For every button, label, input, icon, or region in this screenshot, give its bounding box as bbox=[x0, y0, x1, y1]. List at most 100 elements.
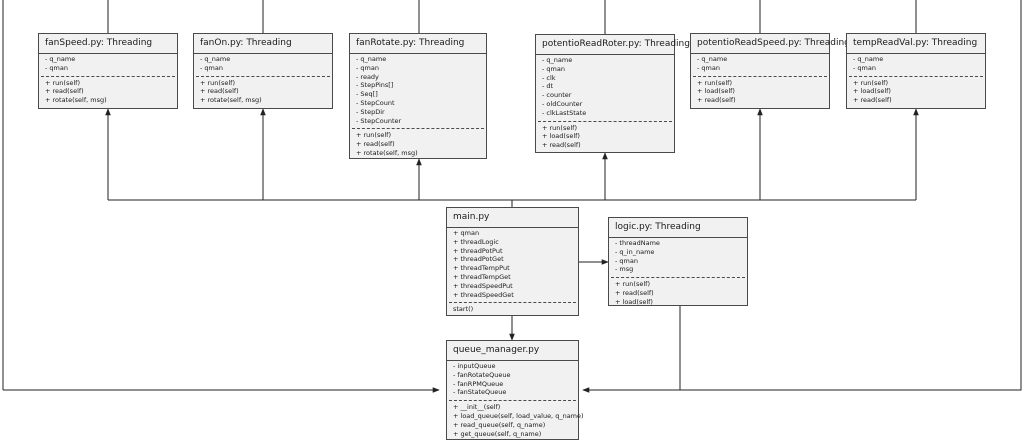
attribute: + threadPotPut bbox=[453, 246, 503, 255]
method: + read(self) bbox=[200, 87, 239, 96]
method-list: start() bbox=[447, 304, 578, 316]
attribute-list: - q_name - qman bbox=[847, 54, 985, 75]
attribute: - fanStateQueue bbox=[453, 388, 507, 397]
attribute: - qman bbox=[356, 63, 379, 72]
class-title: queue_manager.py bbox=[447, 341, 578, 361]
attribute: + qman bbox=[453, 229, 480, 237]
method: + load(self) bbox=[697, 87, 735, 96]
class-title: fanSpeed.py: Threading bbox=[39, 34, 177, 54]
attribute: - q_name bbox=[45, 55, 76, 63]
attribute: - qman bbox=[615, 256, 638, 265]
method: + run(self) bbox=[542, 123, 577, 132]
attribute: - StepCounter bbox=[356, 116, 402, 125]
attribute: - threadName bbox=[615, 239, 660, 247]
section-divider bbox=[538, 120, 672, 122]
method: start() bbox=[453, 305, 474, 314]
method: + read_queue(self, q_name) bbox=[453, 420, 546, 429]
class-box-logic: logic.py: Threading - threadName - q_in_… bbox=[608, 217, 748, 306]
attribute: - q_name bbox=[200, 55, 231, 63]
attribute-list: - inputQueue - fanRotateQueue - fanRPMQu… bbox=[447, 361, 578, 399]
section-divider bbox=[849, 75, 983, 77]
attribute: - q_name bbox=[542, 56, 573, 64]
section-divider bbox=[693, 75, 827, 77]
attribute: - q_name bbox=[853, 55, 884, 63]
attribute: - qman bbox=[542, 64, 565, 73]
method: + run(self) bbox=[697, 78, 732, 87]
method: + run(self) bbox=[45, 78, 80, 87]
attribute: - counter bbox=[542, 91, 572, 100]
section-divider bbox=[449, 302, 576, 304]
attribute: + threadTempPut bbox=[453, 264, 510, 273]
method: + __init__(self) bbox=[453, 403, 501, 412]
attribute-list: - q_name - qman - ready - StepPins[] - S… bbox=[350, 54, 486, 127]
attribute: - msg bbox=[615, 265, 634, 274]
method: + read(self) bbox=[615, 288, 654, 297]
section-divider bbox=[352, 128, 484, 130]
class-box-temp-read-val: tempReadVal.py: Threading - q_name - qma… bbox=[846, 33, 986, 109]
attribute: + threadPotGet bbox=[453, 255, 504, 264]
class-title: tempReadVal.py: Threading bbox=[847, 34, 985, 54]
class-box-potentio-read-speed: potentioReadSpeed.py: Threading - q_name… bbox=[690, 33, 850, 109]
method-list: + run(self) + read(self) + load(self) bbox=[609, 279, 747, 308]
section-divider bbox=[449, 400, 576, 402]
method: + get_queue(self, q_name) bbox=[453, 429, 542, 438]
class-box-main: main.py + qman + threadLogic + threadPot… bbox=[446, 207, 579, 316]
class-title: fanOn.py: Threading bbox=[194, 34, 332, 54]
method-list: + run(self) + read(self) + rotate(self, … bbox=[350, 130, 486, 159]
attribute-list: - q_name - qman bbox=[194, 54, 332, 75]
attribute: - q_in_name bbox=[615, 247, 655, 256]
attribute: - inputQueue bbox=[453, 362, 496, 370]
method-list: + run(self) + read(self) + rotate(self, … bbox=[39, 78, 177, 107]
attribute: - fanRotateQueue bbox=[453, 370, 511, 379]
method: + read(self) bbox=[356, 140, 395, 149]
method: + load_queue(self, load_value, q_name) bbox=[453, 411, 584, 420]
attribute-list: - q_name - qman bbox=[691, 54, 829, 75]
method: + load(self) bbox=[615, 297, 653, 306]
attribute-list: + qman + threadLogic + threadPotPut + th… bbox=[447, 228, 578, 301]
method-list: + run(self) + read(self) + rotate(self, … bbox=[194, 78, 332, 107]
attribute: - q_name bbox=[356, 55, 387, 63]
attribute: - dt bbox=[542, 82, 554, 91]
attribute: + threadTempGet bbox=[453, 272, 511, 281]
class-box-fanspeed: fanSpeed.py: Threading - q_name - qman +… bbox=[38, 33, 178, 109]
attribute: + threadSpeedGet bbox=[453, 290, 514, 299]
method: + run(self) bbox=[200, 78, 235, 87]
class-title: potentioReadRoter.py: Threading bbox=[536, 35, 690, 55]
method: + read(self) bbox=[45, 87, 84, 96]
method: + load(self) bbox=[853, 87, 891, 96]
section-divider bbox=[611, 277, 745, 279]
attribute: - ready bbox=[356, 72, 379, 81]
attribute: - q_name bbox=[697, 55, 728, 63]
attribute-list: - q_name - qman - clk - dt - counter - o… bbox=[536, 55, 674, 120]
attribute: - StepPins[] bbox=[356, 81, 394, 90]
method: + rotate(self, msg) bbox=[200, 96, 262, 105]
attribute-list: - q_name - qman bbox=[39, 54, 177, 75]
attribute: - StepDir bbox=[356, 107, 385, 116]
attribute: - clkLastState bbox=[542, 108, 587, 117]
class-title: potentioReadSpeed.py: Threading bbox=[691, 34, 850, 54]
method: + rotate(self, msg) bbox=[356, 148, 418, 157]
class-box-queue-manager: queue_manager.py - inputQueue - fanRotat… bbox=[446, 340, 584, 440]
attribute: - qman bbox=[853, 63, 876, 72]
class-box-potentio-read-roter: potentioReadRoter.py: Threading - q_name… bbox=[535, 34, 690, 153]
attribute: - Seq[] bbox=[356, 90, 378, 99]
class-title: logic.py: Threading bbox=[609, 218, 747, 238]
attribute: - clk bbox=[542, 73, 556, 82]
frame-right-line bbox=[582, 0, 1022, 393]
method: + run(self) bbox=[615, 280, 650, 289]
method: + run(self) bbox=[853, 78, 888, 87]
attribute: - qman bbox=[45, 63, 68, 72]
attribute: - StepCount bbox=[356, 98, 395, 107]
class-box-fanon: fanOn.py: Threading - q_name - qman + ru… bbox=[193, 33, 333, 109]
class-box-fanrotate: fanRotate.py: Threading - q_name - qman … bbox=[349, 33, 487, 159]
method-list: + __init__(self) + load_queue(self, load… bbox=[447, 402, 584, 440]
method-list: + run(self) + load(self) + read(self) bbox=[691, 78, 829, 107]
attribute: + threadLogic bbox=[453, 237, 499, 246]
method-list: + run(self) + load(self) + read(self) bbox=[847, 78, 985, 107]
section-divider bbox=[41, 75, 175, 77]
method: + load(self) bbox=[542, 132, 580, 141]
attribute: + threadSpeedPut bbox=[453, 281, 513, 290]
attribute-list: - threadName - q_in_name - qman - msg bbox=[609, 238, 747, 276]
class-title: main.py bbox=[447, 208, 578, 228]
